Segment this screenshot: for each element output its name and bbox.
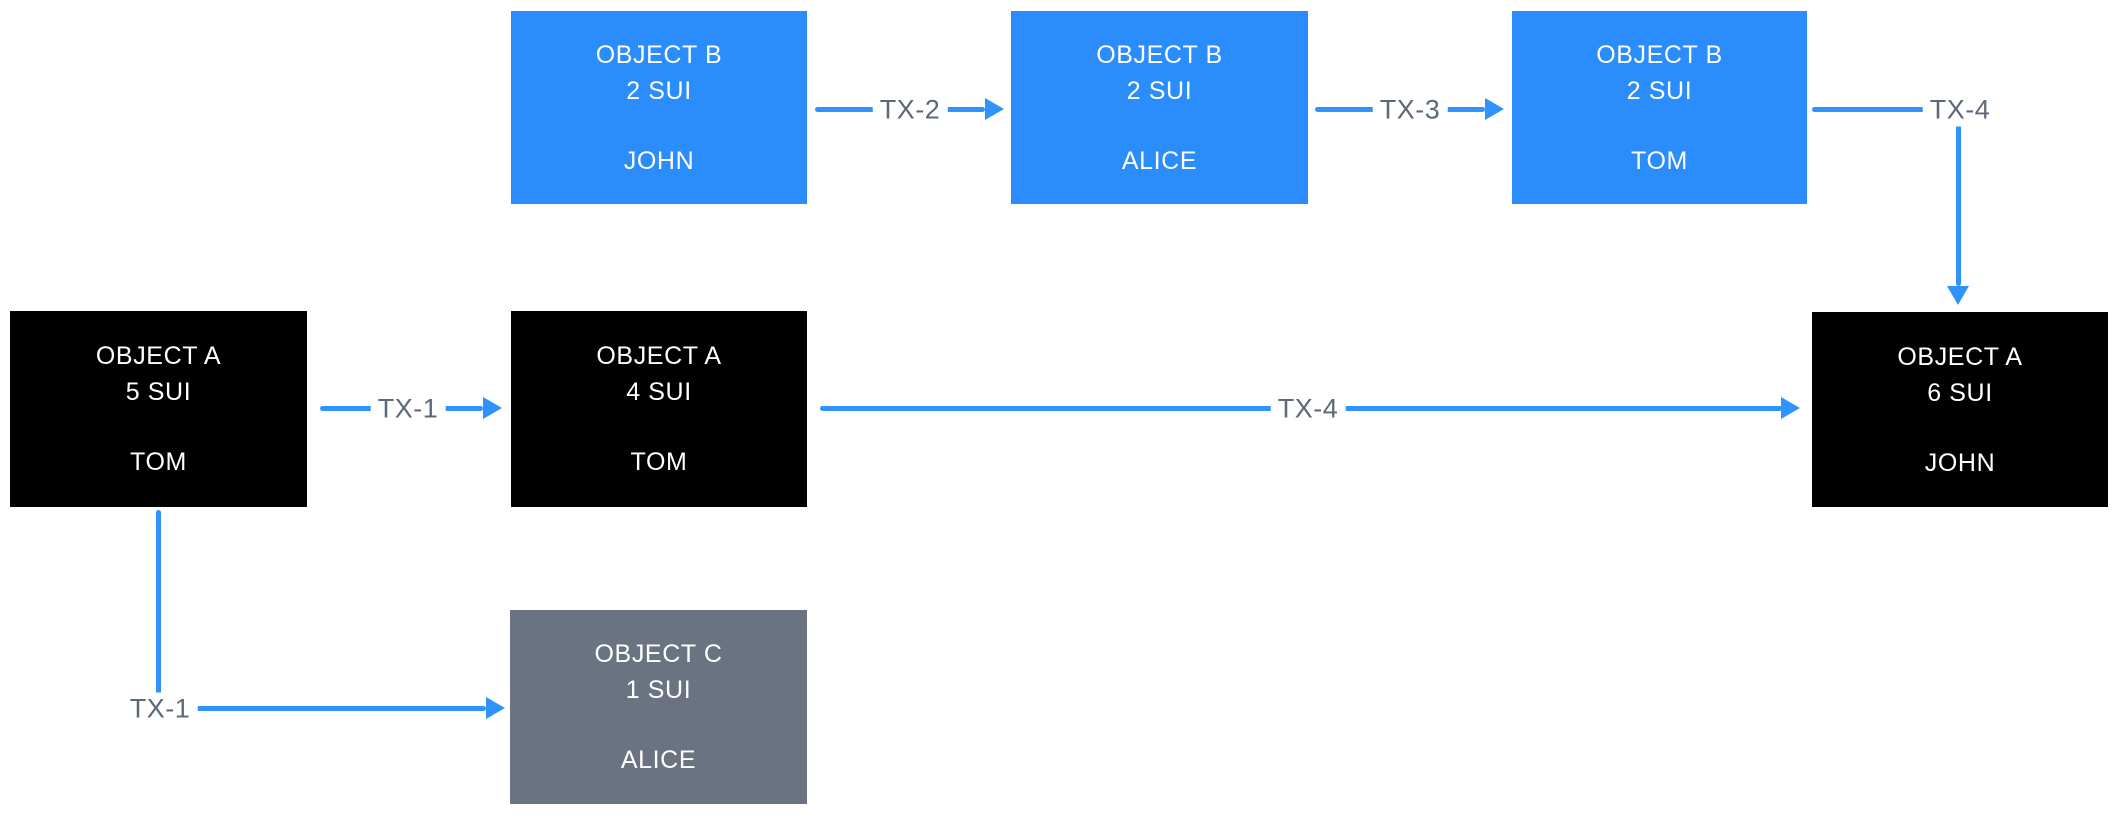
arrow-line — [156, 706, 486, 711]
node-owner: TOM — [1631, 146, 1688, 175]
node-owner: TOM — [630, 448, 688, 476]
node-object-a-4sui-tom: OBJECT A 4 SUI TOM — [511, 311, 807, 507]
node-amount: 5 SUI — [125, 378, 192, 406]
node-amount: 4 SUI — [626, 378, 692, 406]
node-title: OBJECT B — [1596, 40, 1723, 69]
node-title: OBJECT A — [596, 342, 722, 370]
node-owner: ALICE — [1121, 146, 1198, 175]
node-owner: JOHN — [623, 146, 695, 175]
arrowhead-right-icon — [483, 397, 502, 419]
node-title: OBJECT A — [95, 342, 222, 370]
arrowhead-right-icon — [1781, 397, 1800, 419]
node-object-a-5sui-tom: OBJECT A 5 SUI TOM — [10, 311, 307, 507]
node-amount: 2 SUI — [1626, 76, 1693, 105]
arrowhead-down-icon — [1947, 286, 1969, 305]
edge-label: TX-4 — [1922, 93, 1998, 127]
arrow-line — [1956, 109, 1961, 286]
node-object-a-6sui-john: OBJECT A 6 SUI JOHN — [1812, 312, 2108, 507]
node-title: OBJECT B — [1096, 40, 1223, 69]
node-object-b-john: OBJECT B 2 SUI JOHN — [511, 11, 807, 204]
node-amount: 2 SUI — [626, 76, 692, 105]
node-amount: 1 SUI — [625, 676, 692, 704]
edge-label: TX-3 — [1372, 93, 1448, 127]
edge-label: TX-4 — [1270, 392, 1346, 426]
node-object-b-tom: OBJECT B 2 SUI TOM — [1512, 11, 1807, 204]
edge-label: TX-2 — [872, 93, 948, 127]
node-owner: ALICE — [620, 746, 697, 774]
edge-label: TX-1 — [122, 692, 198, 726]
node-title: OBJECT C — [594, 640, 723, 668]
arrow-line — [1812, 107, 1960, 112]
node-title: OBJECT B — [595, 40, 723, 69]
arrow-line — [156, 510, 161, 709]
node-owner: TOM — [130, 448, 187, 476]
arrowhead-right-icon — [985, 98, 1004, 120]
node-owner: JOHN — [1924, 448, 1996, 477]
node-amount: 6 SUI — [1927, 378, 1993, 407]
node-object-b-alice: OBJECT B 2 SUI ALICE — [1011, 11, 1308, 204]
arrowhead-right-icon — [1485, 98, 1504, 120]
node-title: OBJECT A — [1897, 342, 2023, 371]
node-object-c-1sui-alice: OBJECT C 1 SUI ALICE — [510, 610, 807, 804]
arrowhead-right-icon — [486, 697, 505, 719]
edge-label: TX-1 — [370, 392, 446, 426]
node-amount: 2 SUI — [1126, 76, 1193, 105]
